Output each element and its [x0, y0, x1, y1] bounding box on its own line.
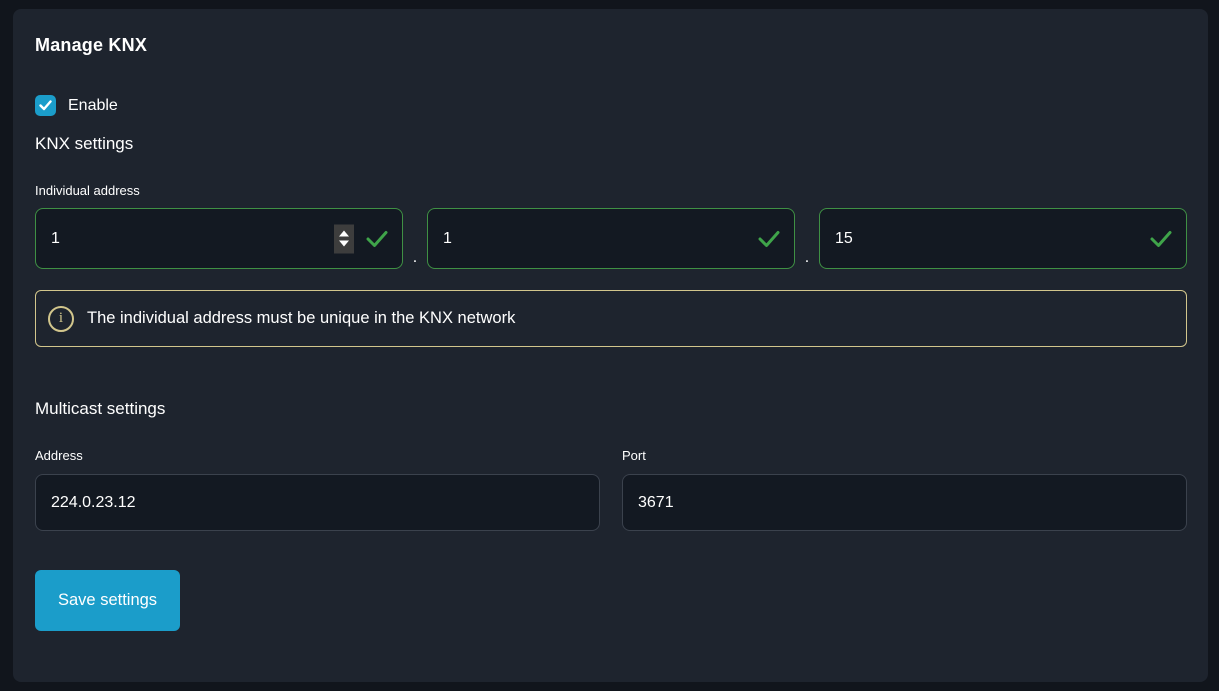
individual-address-input-2[interactable]: [427, 208, 795, 269]
individual-address-row: . .: [35, 208, 1187, 269]
info-banner: i The individual address must be unique …: [35, 290, 1187, 347]
enable-checkbox-label: Enable: [68, 96, 118, 114]
multicast-address-input[interactable]: [35, 474, 600, 531]
enable-checkbox[interactable]: [35, 95, 56, 116]
multicast-port-field: Port: [622, 448, 1187, 531]
number-spinner-icon[interactable]: [334, 224, 354, 253]
address-dot-separator: .: [412, 249, 418, 266]
save-settings-button[interactable]: Save settings: [35, 570, 181, 631]
info-circle-icon: i: [48, 305, 74, 332]
spinner-up-icon[interactable]: [339, 230, 349, 237]
multicast-fields: Address Port: [35, 448, 1187, 531]
info-banner-text: The individual address must be unique in…: [87, 309, 516, 327]
spinner-down-icon[interactable]: [339, 240, 349, 247]
manage-knx-card: Manage KNX Enable KNX settings Individua…: [13, 9, 1208, 682]
address-dot-separator: .: [804, 249, 810, 266]
check-icon: [39, 100, 52, 111]
multicast-port-label: Port: [622, 448, 646, 463]
enable-checkbox-row[interactable]: Enable: [35, 95, 1187, 116]
individual-address-input-3[interactable]: [819, 208, 1187, 269]
page-title: Manage KNX: [35, 35, 148, 55]
knx-settings-heading: KNX settings: [35, 134, 134, 153]
multicast-address-label: Address: [35, 448, 83, 463]
individual-address-part-1: [35, 208, 403, 269]
multicast-port-input[interactable]: [622, 474, 1187, 531]
multicast-settings-heading: Multicast settings: [35, 399, 166, 418]
individual-address-part-3: [819, 208, 1187, 269]
individual-address-label: Individual address: [35, 183, 140, 198]
multicast-address-field: Address: [35, 448, 600, 531]
individual-address-part-2: [427, 208, 795, 269]
